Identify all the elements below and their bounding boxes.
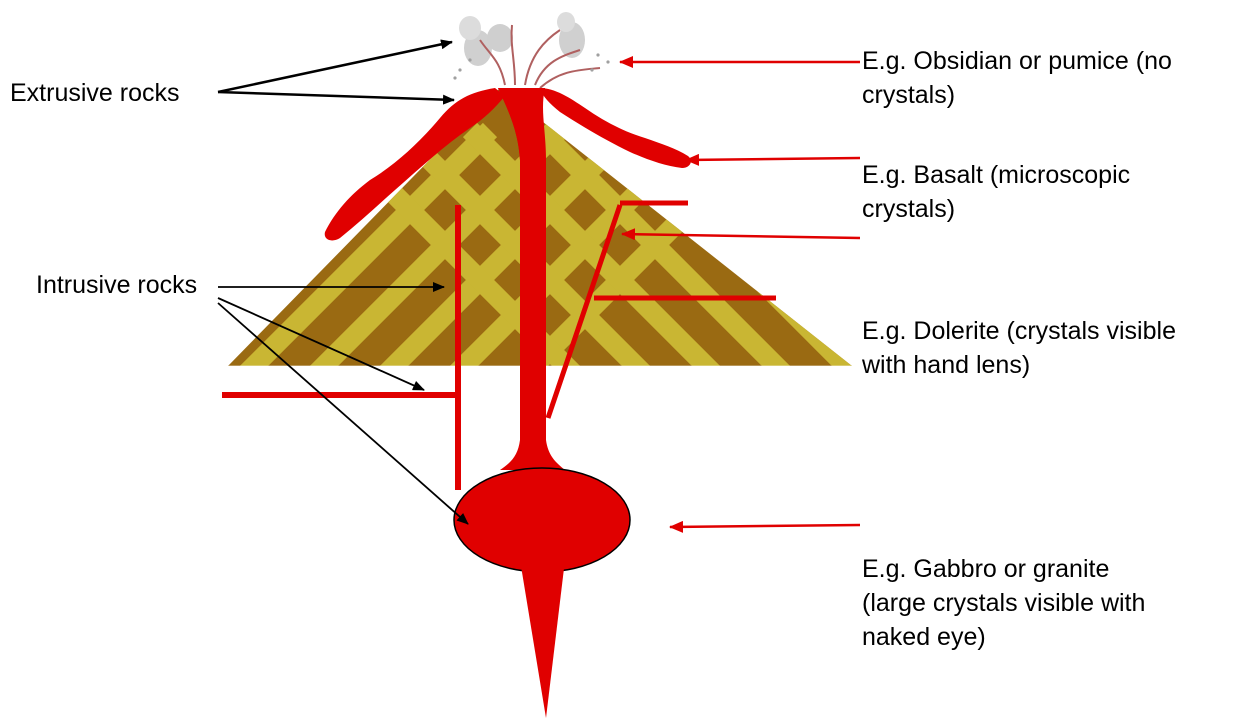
obsidian-example: E.g. Obsidian or pumice (no crystals): [862, 44, 1172, 112]
intrusive-rocks-label: Intrusive rocks: [36, 268, 197, 302]
extrusive-arrows: [218, 42, 454, 100]
basalt-example-line-1: E.g. Basalt (microscopic: [862, 158, 1130, 192]
dolerite-example: E.g. Dolerite (crystals visible with han…: [862, 314, 1176, 382]
gabbro-example: E.g. Gabbro or granite (large crystals v…: [862, 552, 1145, 654]
obsidian-example-line-2: crystals): [862, 78, 1172, 112]
dolerite-example-line-1: E.g. Dolerite (crystals visible: [862, 314, 1176, 348]
volcano-cone: [130, 88, 900, 420]
extrusive-rocks-label: Extrusive rocks: [10, 76, 179, 110]
basalt-example-line-2: crystals): [862, 192, 1130, 226]
eruption-smoke: [453, 12, 609, 88]
gabbro-example-line-2: (large crystals visible with: [862, 586, 1145, 620]
obsidian-example-line-1: E.g. Obsidian or pumice (no: [862, 44, 1172, 78]
gabbro-example-line-1: E.g. Gabbro or granite: [862, 552, 1145, 586]
basalt-example: E.g. Basalt (microscopic crystals): [862, 158, 1130, 226]
dolerite-example-line-2: with hand lens): [862, 348, 1176, 382]
gabbro-example-line-3: naked eye): [862, 620, 1145, 654]
